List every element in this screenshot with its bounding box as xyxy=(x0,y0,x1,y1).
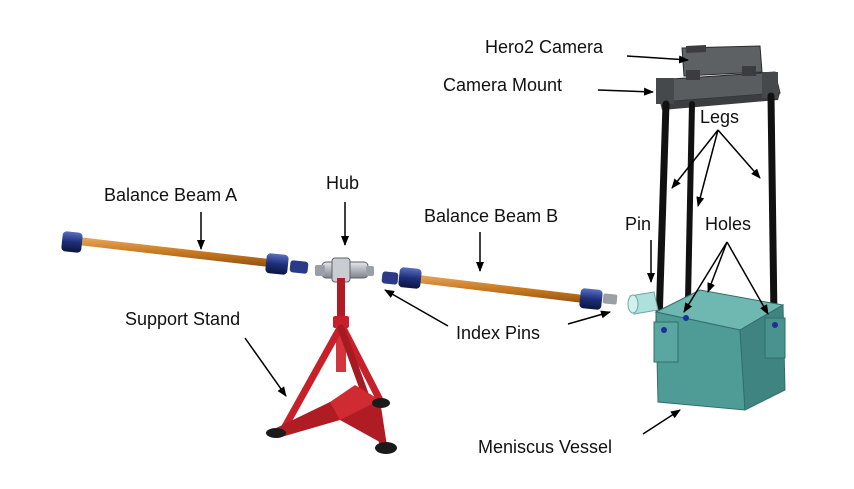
hub xyxy=(315,257,374,283)
label-index-pins: Index Pins xyxy=(456,323,541,343)
legs xyxy=(655,92,778,326)
label-meniscus-vessel: Meniscus Vessel xyxy=(478,437,613,457)
hero2-camera xyxy=(681,45,763,80)
label-balance-beam-b: Balance Beam B xyxy=(424,206,559,226)
label-hub: Hub xyxy=(326,173,360,193)
meniscus-vessel xyxy=(627,289,786,411)
callout-arrows xyxy=(197,55,769,435)
label-pin: Pin xyxy=(625,214,652,234)
balance-beam-a xyxy=(61,231,309,275)
label-holes: Holes xyxy=(705,214,752,234)
label-hero2-camera: Hero2 Camera xyxy=(485,37,604,57)
label-support-stand: Support Stand xyxy=(125,309,241,329)
support-stand xyxy=(266,278,397,454)
camera-mount xyxy=(656,71,781,110)
balance-beam-b xyxy=(381,267,618,310)
label-camera-mount: Camera Mount xyxy=(443,75,563,95)
label-legs: Legs xyxy=(700,107,740,127)
label-balance-beam-a: Balance Beam A xyxy=(104,185,238,205)
